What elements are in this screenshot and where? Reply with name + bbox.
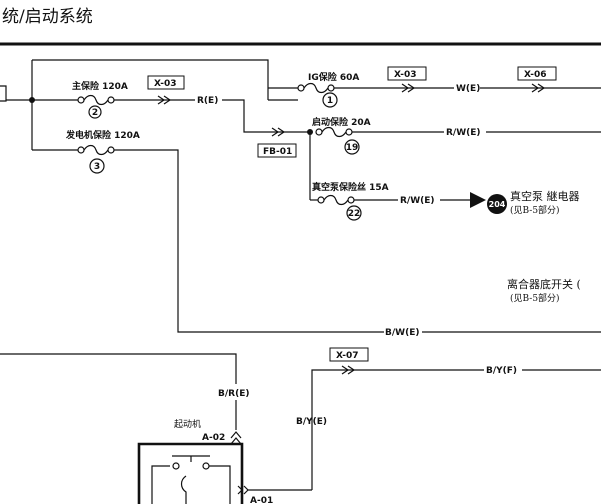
connector-x07 — [329, 347, 369, 362]
main-fuse-number-circle — [88, 105, 102, 119]
connector-x03-b — [387, 66, 427, 81]
ig-top-route — [32, 59, 269, 100]
vacuum-fuse-number-circle — [346, 205, 362, 221]
battery-terminal — [0, 85, 7, 102]
alternator-fuse-number-circle — [89, 158, 105, 174]
vacuum-relay-sub: (见B-5部分) — [510, 204, 560, 216]
alternator-fuse-label: 发电机保险 120A — [65, 129, 140, 141]
b-r-e-wire-top — [0, 353, 237, 384]
vacuum-fuse-number: 22 — [348, 209, 361, 219]
starter-label: 起动机 — [174, 418, 201, 430]
connector-x03-a-label: X-03 — [154, 79, 176, 89]
starter-fuse-label: 启动保险 20A — [312, 116, 371, 128]
b-w-e-wire — [114, 149, 384, 333]
vacuum-fuse-element — [323, 194, 349, 206]
vacuum-fuse-terminal-right — [347, 196, 355, 204]
wire-r-e-label: R(E) — [197, 96, 218, 106]
alternator-fuse-number: 3 — [94, 162, 100, 172]
wire-by-f-label: B/Y(F) — [486, 366, 517, 376]
connector-fb01-symbol — [271, 127, 286, 137]
main-fuse-terminal-left — [77, 96, 85, 104]
connector-x03-b-symbol — [401, 83, 416, 93]
starter-coil — [180, 475, 187, 504]
vacuum-relay-text: 真空泵 継电器 — [510, 189, 580, 203]
connector-fb01 — [257, 143, 297, 158]
connector-x03-b-label: X-03 — [394, 70, 416, 80]
starter-housing — [137, 442, 244, 504]
connector-fb01-label: FB-01 — [263, 147, 292, 157]
connector-x07-label: X-07 — [336, 351, 358, 361]
vacuum-fuse-label: 真空泵保险丝 15A — [312, 181, 389, 193]
ig-fuse-terminal-right — [327, 84, 335, 92]
main-fuse-number: 2 — [92, 108, 98, 118]
starter-internal-lead — [209, 465, 231, 504]
ig-fuse-number-circle — [322, 92, 338, 108]
starter-fuse-terminal-left — [315, 128, 323, 136]
wire-w-e-label: W(E) — [456, 84, 480, 94]
connector-a01-symbol — [237, 485, 249, 495]
alternator-fuse-terminal-right — [107, 146, 115, 154]
connector-x03-a — [147, 75, 185, 90]
vacuum-fuse-terminal-left — [317, 196, 325, 204]
connector-x07-symbol — [341, 365, 356, 375]
connector-x06 — [517, 66, 557, 81]
starter-solenoid-lead — [151, 465, 170, 504]
r-e-wire — [222, 99, 310, 133]
wire-by-e-label: B/Y(E) — [296, 417, 327, 427]
wire-rw-e-2-label: R/W(E) — [400, 196, 435, 206]
starter-fuse-terminal-right — [345, 128, 353, 136]
connector-x06-label: X-06 — [524, 70, 546, 80]
ig-fuse-element — [303, 82, 329, 94]
starter-pin-a02: A-02 — [202, 433, 225, 443]
starter-contact-left — [172, 462, 180, 470]
starter-pin-a01: A-01 — [250, 496, 273, 504]
arrow-to-204 — [470, 192, 486, 208]
alternator-fuse-element — [83, 144, 109, 156]
alternator-fuse-terminal-left — [77, 146, 85, 154]
connector-x03-a-symbol — [157, 95, 172, 105]
wire-br-e-label: B/R(E) — [218, 389, 249, 399]
starter-contact-right — [202, 462, 210, 470]
ig-fuse-number: 1 — [327, 96, 333, 106]
clutch-switch-text: 离合器底开关 ( — [507, 277, 581, 291]
main-fuse-element — [83, 94, 109, 106]
main-fuse-terminal-right — [107, 96, 115, 104]
ig-fuse-label: IG保险 60A — [308, 71, 359, 83]
connector-a02-symbol — [230, 431, 242, 445]
ref-204-circle — [487, 194, 507, 214]
wire-rw-e-1-label: R/W(E) — [446, 128, 481, 138]
starter-fuse-number-circle — [344, 139, 360, 155]
ref-204-label: 204 — [489, 200, 506, 209]
page-title: 统/启动系统 — [2, 7, 93, 27]
connector-x06-symbol — [531, 83, 546, 93]
main-fuse-label: 主保险 120A — [72, 80, 128, 92]
wire-bw-e-label: B/W(E) — [385, 328, 419, 338]
clutch-switch-sub: (见B-5部分) — [510, 292, 560, 304]
starter-fuse-element — [321, 126, 347, 138]
ig-fuse-terminal-left — [297, 84, 305, 92]
starter-switch-bar — [172, 455, 210, 462]
b-y-wire — [311, 369, 484, 490]
starter-fuse-number: 19 — [346, 143, 359, 153]
